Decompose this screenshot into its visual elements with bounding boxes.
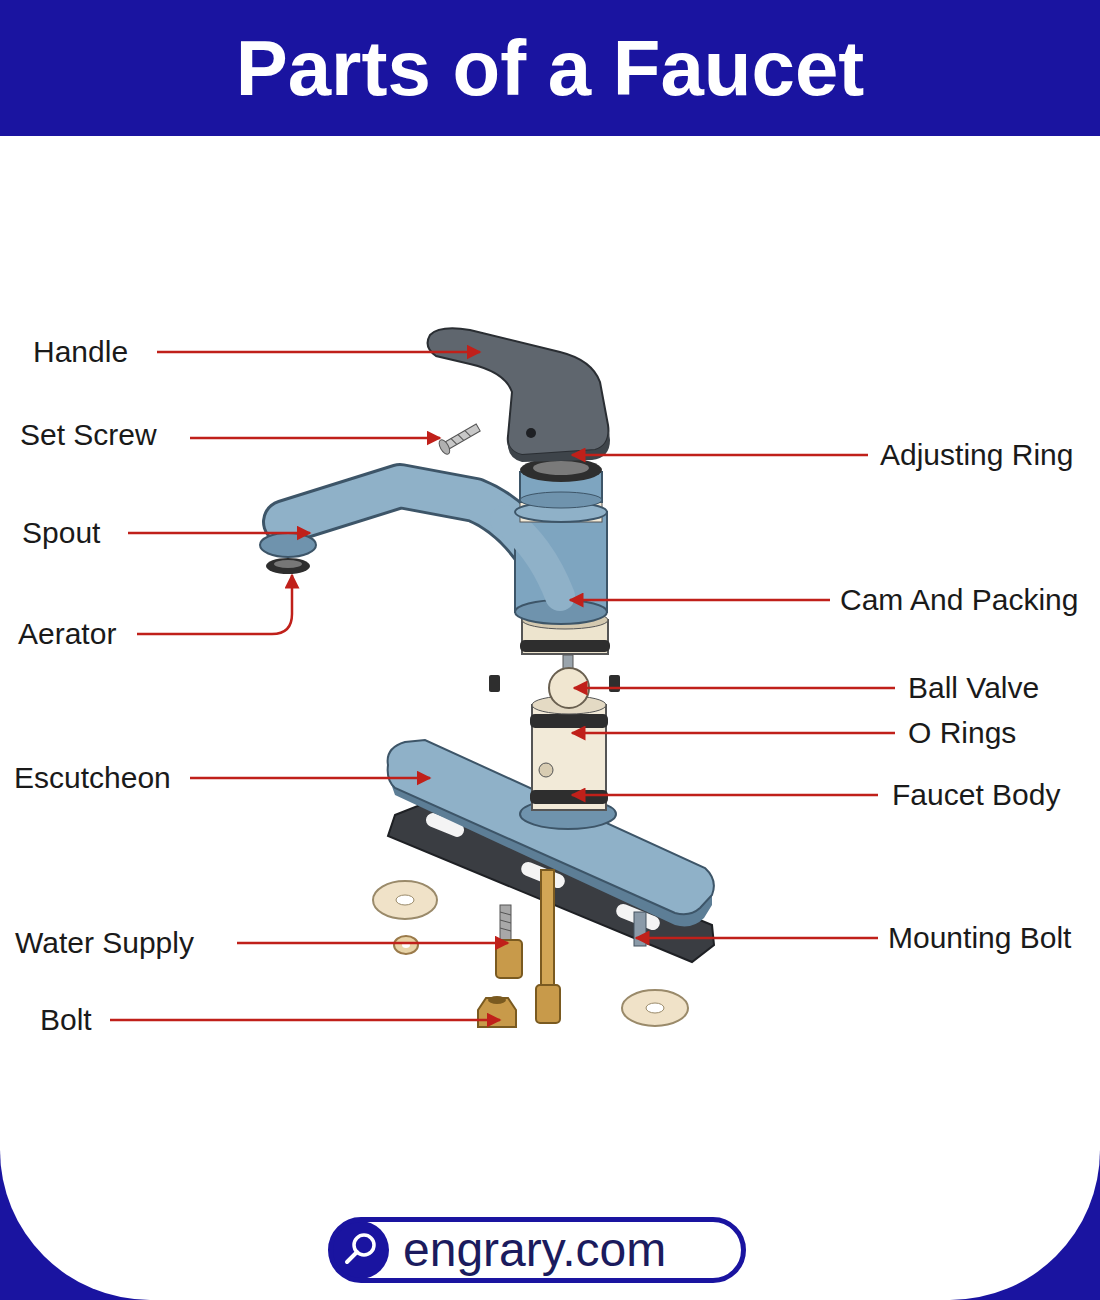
part-label: Escutcheon: [14, 761, 171, 795]
part-label: Spout: [22, 516, 100, 550]
page-title: Parts of a Faucet: [0, 0, 1100, 136]
part-label: Adjusting Ring: [880, 438, 1073, 472]
part-label: Handle: [33, 335, 128, 369]
part-label: Aerator: [18, 617, 116, 651]
part-label: Water Supply: [15, 926, 194, 960]
part-label: Bolt: [40, 1003, 92, 1037]
part-label: Cam And Packing: [840, 583, 1078, 617]
part-label: Set Screw: [20, 418, 157, 452]
website-pill: engrary.com: [328, 1217, 746, 1283]
website-text: engrary.com: [403, 1222, 666, 1278]
part-label: Faucet Body: [892, 778, 1060, 812]
part-label: Ball Valve: [908, 671, 1039, 705]
part-label: O Rings: [908, 716, 1016, 750]
part-label: Mounting Bolt: [888, 921, 1071, 955]
